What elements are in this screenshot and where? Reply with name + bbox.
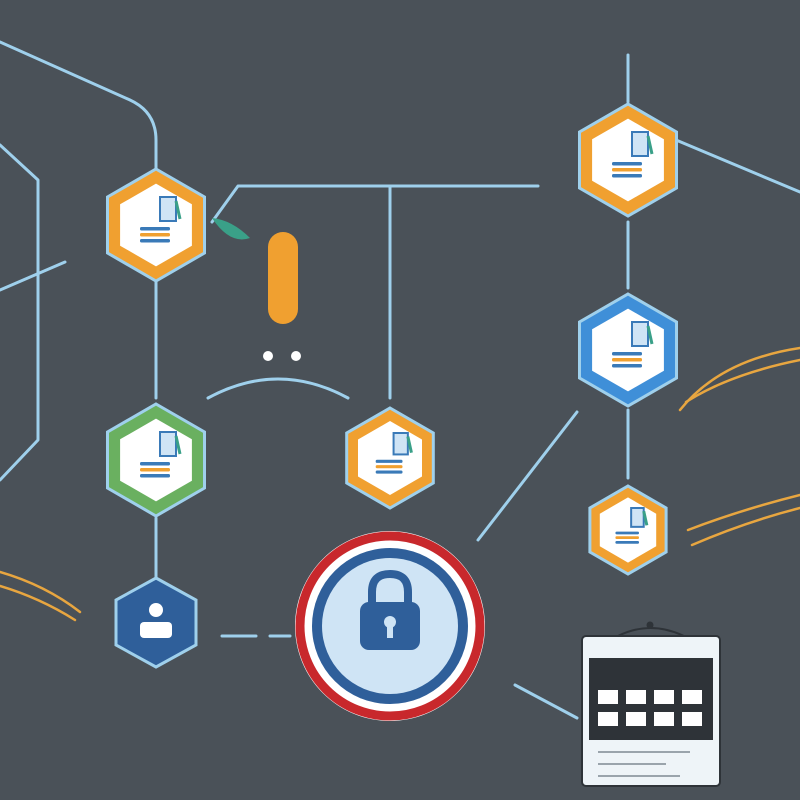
padlock-icon: [360, 569, 420, 650]
calendar-board-icon: [581, 621, 721, 787]
database-nodes: [106, 102, 678, 576]
database-document-icon: [140, 431, 182, 478]
db-orange-right-small-node[interactable]: [588, 484, 668, 576]
user-icon: [140, 603, 172, 638]
db-orange-top-left-node[interactable]: [106, 167, 206, 283]
database-document-icon: [615, 507, 649, 544]
wave-lines: [0, 346, 800, 622]
connector-lines: [0, 40, 800, 720]
central-security-shield[interactable]: [295, 531, 485, 721]
exclamation-icon: [263, 232, 301, 361]
green-accent-leaf: [212, 218, 250, 240]
database-document-icon: [612, 321, 654, 368]
db-orange-center-node[interactable]: [345, 406, 435, 510]
database-document-icon: [375, 432, 413, 474]
db-orange-top-right-node[interactable]: [578, 102, 678, 218]
db-green-left-node[interactable]: [106, 402, 206, 518]
database-document-icon: [612, 131, 654, 178]
db-blue-right-node[interactable]: [578, 292, 678, 408]
user-node[interactable]: [114, 576, 198, 669]
database-document-icon: [140, 196, 182, 243]
